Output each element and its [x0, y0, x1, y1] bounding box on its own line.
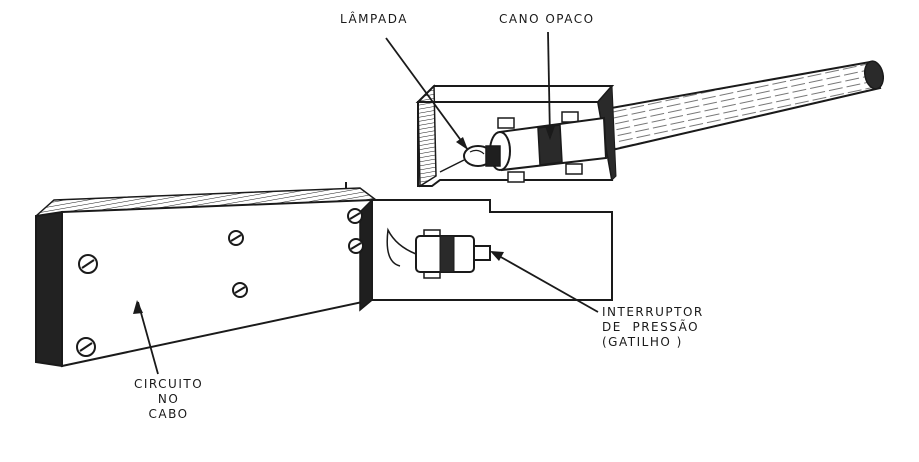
- upper-box-edge: [597, 84, 617, 182]
- screw: [78, 254, 98, 274]
- screw: [228, 230, 244, 246]
- switch-plunger: [473, 245, 491, 261]
- stock: [34, 182, 388, 368]
- label-circuito: CIRCUITO NO CABO: [134, 377, 203, 422]
- label-lampada-text: LÂMPADA: [340, 12, 408, 26]
- barrel: [598, 60, 885, 152]
- lamp: [463, 145, 501, 167]
- mounting-clip: [561, 111, 579, 123]
- leader-lines: [133, 31, 599, 375]
- label-interruptor: INTERRUPTOR DE PRESSÃO (GATILHO ): [602, 305, 704, 350]
- mounting-clip: [497, 117, 515, 129]
- label-circuito-line1: CIRCUITO: [134, 377, 204, 391]
- screw: [348, 238, 364, 254]
- screw: [232, 282, 248, 298]
- upper-box-side: [417, 84, 437, 188]
- leader-cano-opaco: [547, 31, 551, 139]
- switch-wire: [386, 227, 417, 267]
- stock-end: [35, 210, 63, 368]
- label-cano-opaco-text: CANO OPACO: [499, 12, 595, 26]
- label-lampada: LÂMPADA: [340, 12, 408, 27]
- screws: [76, 208, 364, 357]
- label-interruptor-line2: DE PRESSÃO: [602, 320, 700, 334]
- label-circuito-line2: NO: [157, 392, 180, 406]
- label-interruptor-line1: INTERRUPTOR: [602, 305, 704, 319]
- opaque-tube-assembly: [439, 111, 608, 183]
- screw: [347, 208, 363, 224]
- barrel-end: [863, 60, 885, 90]
- label-interruptor-line3: (GATILHO ): [602, 335, 683, 349]
- lamp-wire: [439, 159, 465, 173]
- trigger-plate-edge: [359, 198, 373, 312]
- leader-lampada: [385, 37, 469, 151]
- screw: [76, 337, 96, 357]
- leader-circuito: [137, 301, 159, 375]
- label-circuito-line3: CABO: [148, 407, 189, 421]
- push-switch: [386, 227, 491, 279]
- mounting-clip: [507, 171, 525, 183]
- stock-face: [61, 198, 373, 368]
- mounting-clip: [565, 163, 583, 175]
- leader-interruptor: [491, 251, 599, 313]
- label-cano-opaco: CANO OPACO: [499, 12, 595, 27]
